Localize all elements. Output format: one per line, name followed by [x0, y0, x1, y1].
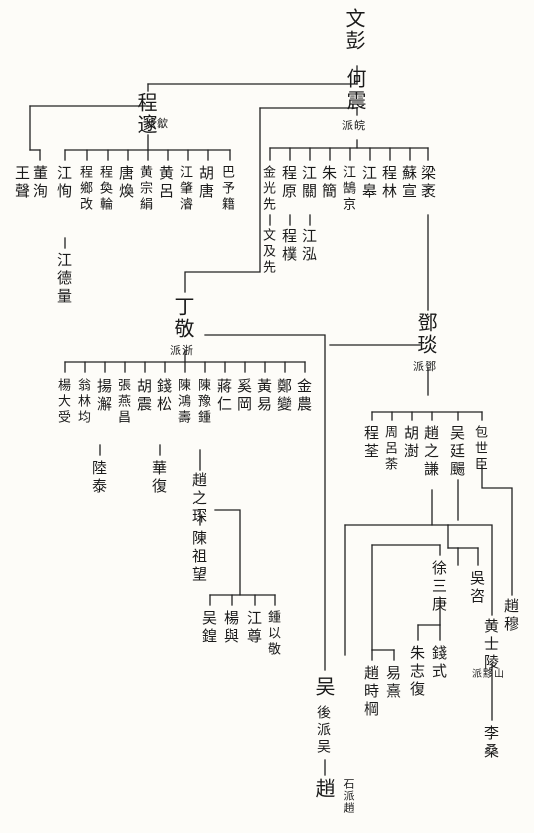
node-xi-gang: 奚岡: [235, 378, 253, 414]
node-he-zhen: 何震: [343, 68, 367, 112]
node-jiang-xun: 江恂: [55, 165, 73, 201]
node-huang-yi: 黃易: [255, 378, 273, 414]
node-liang-mao: 梁袤: [419, 165, 437, 201]
node-cheng-pu: 程樸: [280, 228, 298, 264]
node-chen-zuwang: 陳祖望: [190, 530, 208, 584]
label-he-zhen-school: 派皖: [342, 119, 366, 132]
node-jiang-zun: 江尊: [245, 610, 263, 646]
node-jiang-gao: 江皋: [360, 165, 378, 201]
node-zhao-shigang: 趙時棡: [362, 665, 380, 719]
node-li-sang: 李桑: [482, 725, 500, 761]
node-su-xuan: 蘇宣: [400, 165, 418, 201]
node-ding-jing: 丁敬: [171, 296, 195, 340]
node-zheng-bian: 鄭變: [275, 378, 293, 414]
node-chen-hongshou: 陳鴻壽: [175, 378, 190, 426]
node-hu-zhen: 胡震: [135, 378, 153, 414]
node-ba-yuji: 巴予籍: [219, 165, 234, 213]
node-jiang-deliang: 江德量: [55, 252, 73, 306]
node-huang-zongjuan: 黄宗絹: [137, 165, 152, 213]
node-jiang-ren: 蔣仁: [215, 378, 233, 414]
node-wang-sheng: 王聲: [13, 165, 31, 201]
node-jin-nong: 金農: [295, 378, 313, 414]
node-yi-xi: 易熹: [384, 665, 402, 701]
node-xu-sangeng: 徐三庚: [430, 560, 448, 614]
node-weng-linjun: 翁林均: [75, 378, 90, 426]
node-wen-peng: 文彭: [342, 8, 366, 52]
node-hua-fu: 華復: [150, 460, 168, 496]
node-zhao-shishi: 趙: [312, 778, 336, 800]
node-jiang-zhaojun: 江肇濬: [177, 165, 192, 213]
node-zhu-zhifu: 朱志復: [408, 645, 426, 699]
node-wen-jixian: 文及先: [260, 228, 275, 276]
node-hu-shu: 胡澍: [402, 425, 420, 461]
node-cheng-yuan: 程原: [280, 165, 298, 201]
node-zhao-mu: 趙穆: [502, 598, 520, 634]
node-deng-shiru: 鄧琰: [414, 312, 438, 356]
node-wu-zi: 吳咨: [468, 570, 486, 606]
label-cheng-sui-school: 派歙: [145, 117, 169, 130]
node-cheng-huanlun: 程奐輪: [97, 165, 112, 213]
node-zhao-zhiqian: 趙之謙: [422, 425, 440, 479]
label-zhao-school: 石派趙: [342, 778, 355, 814]
label-deng-school: 派鄧: [413, 360, 437, 373]
node-wu-tingyang: 吴廷颺: [448, 425, 466, 479]
node-bao-shichen: 包世臣: [472, 425, 487, 473]
node-wu-junqing: 吴: [312, 676, 336, 698]
node-qian-song: 錢松: [155, 378, 173, 414]
node-zhong-yijing: 鍾以敬: [265, 610, 280, 658]
node-dong-xun: 董洵: [31, 165, 49, 201]
node-zhang-yanchang: 張燕昌: [115, 378, 130, 426]
node-yang-yu: 楊與: [222, 610, 240, 646]
node-jiang-hong: 江泓: [300, 228, 318, 264]
node-yang-xie: 揚澥: [95, 378, 113, 414]
node-lu-tai: 陸泰: [90, 460, 108, 496]
node-yang-dashou: 楊大受: [55, 378, 70, 426]
node-jiang-gaojing: 江鵠京: [340, 165, 355, 213]
label-huang-school: 派黟山: [472, 669, 505, 680]
label-ding-jing-school: 派浙: [170, 344, 194, 357]
node-cheng-sui: 程邃: [134, 92, 158, 136]
node-wu-huang: 吴鍠: [200, 610, 218, 646]
node-tang-huan: 唐煥: [117, 165, 135, 201]
node-jiang-guan: 江關: [300, 165, 318, 201]
node-huang-shiling: 黄士陵: [482, 618, 500, 672]
node-zhao-zhichen: 趙之琛: [190, 472, 208, 526]
node-zhu-jian: 朱簡: [320, 165, 338, 201]
node-jin-guangxian: 金光先: [260, 165, 275, 213]
node-zhou-lvtu: 周呂荼: [382, 425, 397, 473]
node-chen-yuzhong: 陳豫鍾: [195, 378, 210, 426]
node-cheng-xianggai: 程鄉改: [77, 165, 92, 213]
node-cheng-lin: 程林: [380, 165, 398, 201]
node-qian-shi: 錢式: [430, 645, 448, 681]
node-huang-lv: 黄呂: [157, 165, 175, 201]
node-hu-tang: 胡唐: [197, 165, 215, 201]
label-wu-school: 後派吴: [315, 705, 331, 756]
node-cheng-quan: 程荃: [362, 425, 380, 461]
